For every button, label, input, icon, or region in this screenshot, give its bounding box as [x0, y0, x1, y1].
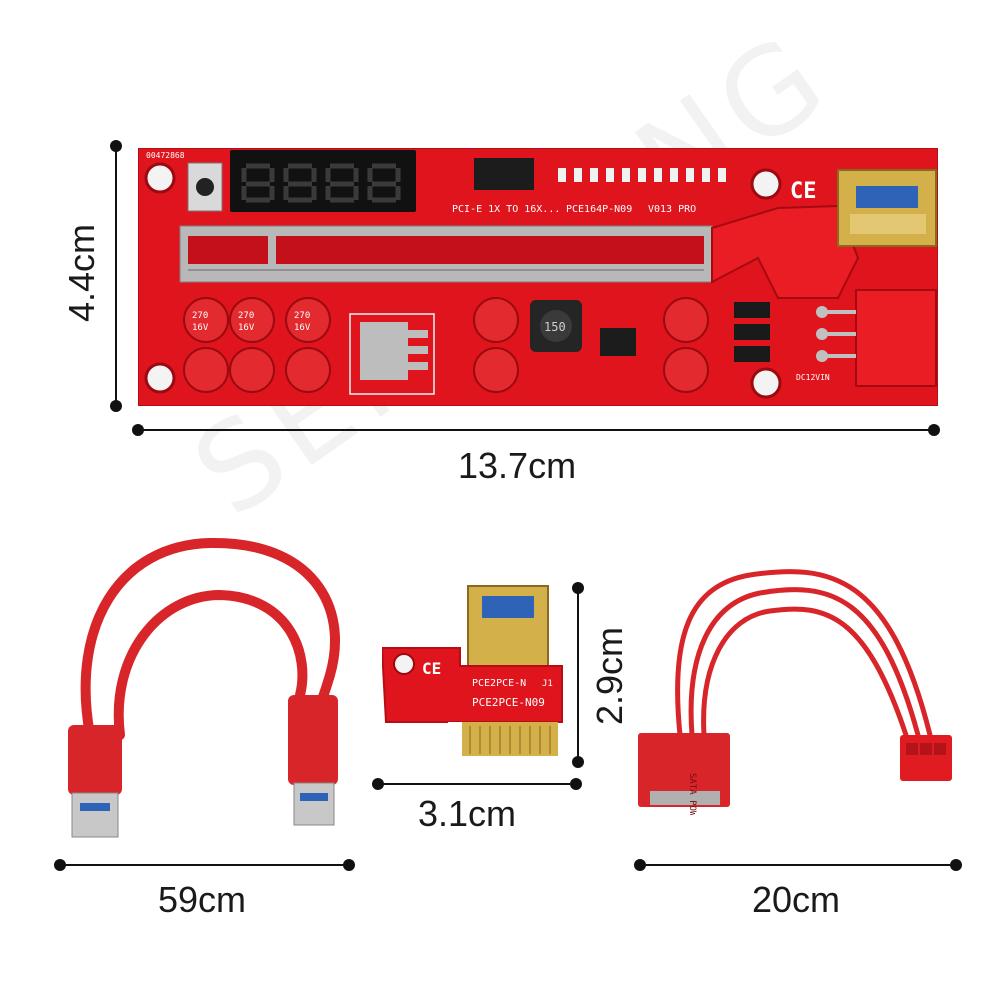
usb-plug-left — [68, 725, 122, 795]
capacitor-group — [183, 297, 709, 393]
version-label: V013 PRO — [648, 204, 696, 215]
mount-hole — [750, 168, 782, 200]
diode — [734, 346, 770, 362]
regulator-ic — [600, 328, 636, 356]
adapter-height-label: 2.9cm — [589, 626, 630, 726]
height-dimension-line — [110, 140, 122, 412]
riser-board: 00472868 PCI-E 1X TO 16X... PCE164P-N09 … — [138, 148, 938, 406]
adapter-width-label: 3.1cm — [418, 793, 517, 834]
usb-extension-cable — [68, 537, 340, 838]
ce-mark: CE — [790, 179, 817, 204]
sata-connector — [638, 733, 730, 807]
adapter-width-dimension-line — [372, 778, 582, 790]
capacitor-marking: 270 — [294, 311, 310, 321]
capacitor-marking: 270 — [192, 311, 208, 321]
led-row — [558, 168, 726, 182]
gold-fingers — [448, 722, 558, 756]
board-width-label: 13.7cm — [458, 445, 577, 486]
usb-plug-right — [288, 695, 338, 785]
power-cable-length-label: 20cm — [752, 879, 841, 920]
mount-hole — [750, 367, 782, 399]
usb-cable-length-label: 59cm — [158, 879, 247, 920]
board-height-label: 4.4cm — [61, 223, 102, 323]
mosfet — [349, 313, 435, 395]
pcie-label: PCI-E 1X TO 16X... — [452, 204, 560, 215]
mount-hole — [144, 162, 176, 194]
adapter-height-dimension-line — [572, 582, 584, 768]
diode — [734, 302, 770, 318]
inductor-marking: 150 — [544, 320, 566, 334]
seven-segment-display — [230, 150, 416, 212]
diode — [734, 324, 770, 340]
slot-clip — [711, 204, 860, 299]
adapter-pcb — [382, 647, 563, 723]
model-label: PCE164P-N09 — [566, 204, 632, 215]
sata-to-6pin-cable: SATA POWER — [638, 569, 952, 815]
cable-length-dimension-line — [54, 859, 355, 871]
serial-label: 00472868 — [146, 151, 185, 160]
dc-label: DC12VIN — [796, 373, 830, 382]
capacitor-marking: 16V — [238, 323, 255, 333]
sata-connector-text: SATA POWER — [687, 773, 697, 815]
power-cable-length-dimension-line — [634, 859, 962, 871]
adapter-model-label: PCE2PCE-N09 — [472, 696, 545, 709]
6pin-plug — [900, 735, 952, 781]
capacitor-marking: 16V — [192, 323, 209, 333]
adapter-top-label: PCE2PCE-N — [472, 678, 526, 689]
ic-chip — [474, 158, 534, 190]
6pin-power-connector — [855, 289, 937, 387]
capacitor-marking: 270 — [238, 311, 254, 321]
adapter-j1-label: J1 — [542, 679, 553, 689]
mount-hole — [144, 362, 176, 394]
pcie-x1-adapter-card: CE PCE2PCE-N J1 PCE2PCE-N09 — [382, 585, 563, 756]
adapter-ce-mark: CE — [422, 659, 441, 678]
width-dimension-line — [132, 424, 940, 436]
capacitor-marking: 16V — [294, 323, 311, 333]
